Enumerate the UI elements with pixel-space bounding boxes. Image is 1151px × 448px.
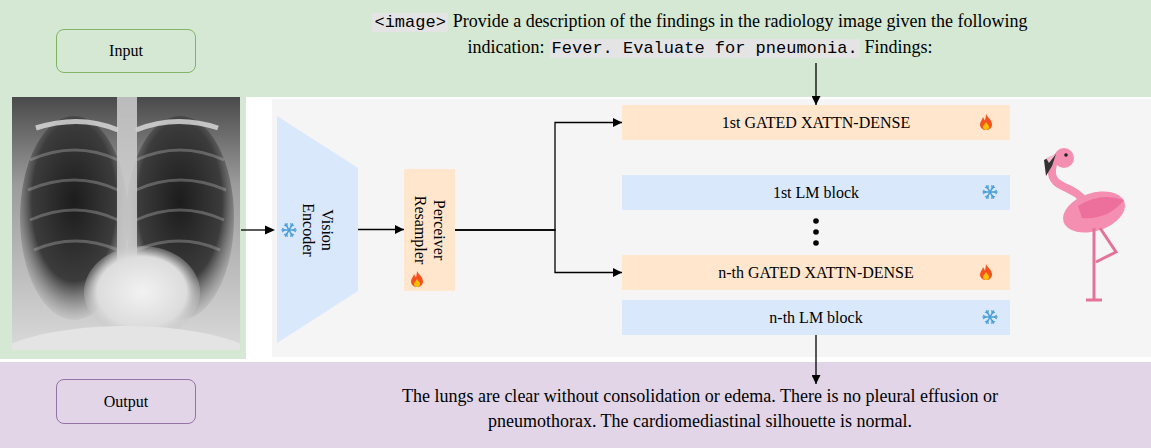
image-arrow: [241, 229, 266, 230]
ellipsis-dots: [813, 218, 819, 246]
output-label-box: Output: [56, 379, 196, 424]
node-text: 1st GATED XATTN-DENSE: [722, 114, 910, 132]
fire-icon: [409, 271, 425, 287]
connector-arrow: [455, 123, 622, 231]
chest-xray: [12, 97, 240, 350]
image-arrow-head: [265, 226, 275, 235]
gated-xattn-box: n-th GATED XATTN-DENSE: [622, 255, 1010, 290]
input-band: [0, 0, 1151, 97]
connector-arrow: [455, 230, 622, 273]
connector-arrow: [815, 335, 816, 384]
node-text: Output: [104, 393, 148, 411]
node-text: Perceiver Resampler: [411, 184, 449, 276]
output-band: [0, 362, 1151, 448]
connector-arrow: [358, 229, 404, 230]
node-text: Vision Encoder: [299, 190, 337, 270]
prompt-text: <image>Provide a description of the find…: [355, 9, 1045, 61]
node-text: Fever. Evaluate for pneumonia.: [550, 39, 860, 58]
flamingo-illustration: [1044, 148, 1130, 300]
gated-xattn-box: 1st GATED XATTN-DENSE: [622, 105, 1010, 140]
input-label-box: Input: [56, 29, 196, 73]
output-text: The lungs are clear without consolidatio…: [350, 384, 1050, 436]
model-panel: [272, 99, 1151, 357]
node-text: Findings:: [864, 37, 932, 57]
lm-block-box: n-th LM block: [622, 300, 1010, 335]
image-panel: [0, 97, 246, 359]
node-text: The lungs are clear without consolidatio…: [402, 386, 998, 431]
vision-encoder: Vision Encoder: [277, 116, 358, 343]
fire-icon: [978, 114, 994, 130]
rotated-label: Perceiver Resampler: [411, 184, 449, 276]
node-text: <image>: [372, 13, 447, 32]
perceiver-resampler: Perceiver Resampler: [404, 169, 455, 291]
snowflake-icon: [281, 222, 297, 238]
connector-arrow: [815, 63, 816, 105]
fire-icon: [978, 264, 994, 280]
node-text: Input: [109, 42, 143, 60]
node-text: n-th LM block: [769, 309, 862, 327]
snowflake-icon: [982, 309, 998, 325]
lm-block-box: 1st LM block: [622, 175, 1010, 210]
node-text: n-th GATED XATTN-DENSE: [718, 264, 914, 282]
snowflake-icon: [982, 184, 998, 200]
rotated-label: Vision Encoder: [299, 190, 337, 270]
node-text: 1st LM block: [773, 184, 859, 202]
